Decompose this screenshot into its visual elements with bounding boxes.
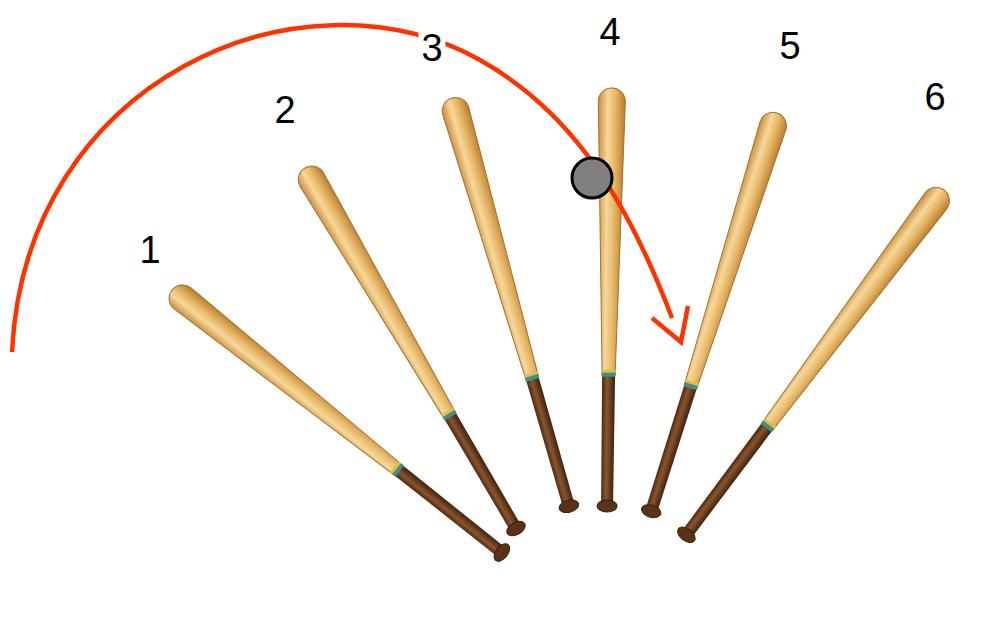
bat-handle [525, 372, 574, 504]
callout-number: 1 [136, 231, 163, 269]
bat-knob [597, 500, 617, 512]
baseball-bat [593, 88, 625, 512]
bat-barrel [595, 88, 625, 375]
bat-tape [602, 370, 616, 373]
bat-barrel [439, 94, 545, 381]
arrow-head [652, 306, 688, 342]
callout-number: 5 [776, 27, 803, 65]
bat-knob [640, 502, 663, 519]
ball [572, 158, 612, 198]
bat-barrel [678, 109, 790, 390]
bat-barrel [164, 279, 407, 480]
bat-tape [390, 461, 401, 474]
bat-group [164, 88, 955, 567]
baseball-bat [672, 182, 955, 548]
bat-tape [763, 418, 776, 429]
bat-handle [442, 409, 519, 529]
bat-tape [524, 371, 538, 378]
callout-number: 3 [418, 29, 445, 67]
bat-tape [685, 379, 699, 386]
callout-number: 6 [921, 78, 948, 116]
bat-knob [558, 498, 581, 515]
bat-handle [646, 380, 698, 509]
baseball-bat [164, 279, 515, 566]
bat-tape [441, 407, 455, 417]
baseball-bat [637, 109, 790, 521]
baseball-bat [439, 94, 584, 515]
callout-number: 4 [596, 13, 623, 51]
bat-barrel [293, 161, 461, 422]
bat-handle [601, 371, 616, 502]
bat-knob [504, 518, 527, 538]
bat-tape [602, 373, 616, 377]
swing-arc [12, 25, 672, 352]
bat-knob [491, 541, 513, 564]
callout-number: 2 [271, 91, 298, 129]
bat-handle [684, 419, 775, 535]
bat-knob [675, 524, 698, 546]
bat-barrel [757, 182, 955, 435]
